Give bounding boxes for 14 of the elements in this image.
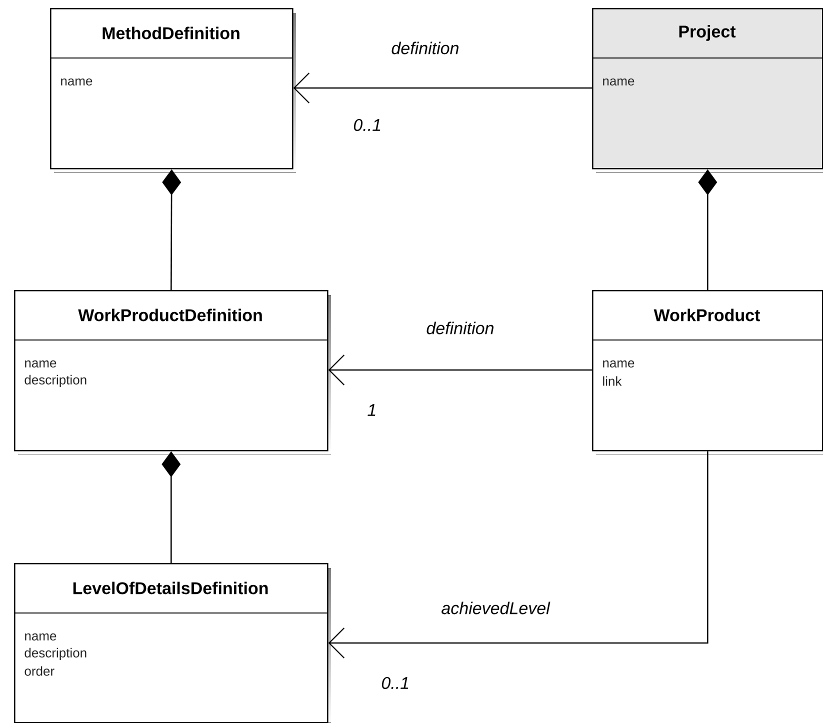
connector [328,451,708,658]
class-box: MethodDefinition name [50,8,296,173]
multiplicity-label: 0..1 [354,118,380,132]
edge-label: achievedLevel [442,602,550,614]
edge-label: definition [392,42,458,54]
class-box: Project name [592,8,823,173]
class-box: LevelOfDetailsDefinition name description order [14,563,331,723]
multiplicity-label: 0..1 [382,676,408,690]
multiplicity-label: 1 [368,404,376,416]
class-box: WorkProductDefinition name description [14,290,331,455]
connector [293,72,592,104]
connector [328,354,592,386]
class-box: WorkProduct name link [592,290,823,455]
edge-label: definition [426,322,494,334]
